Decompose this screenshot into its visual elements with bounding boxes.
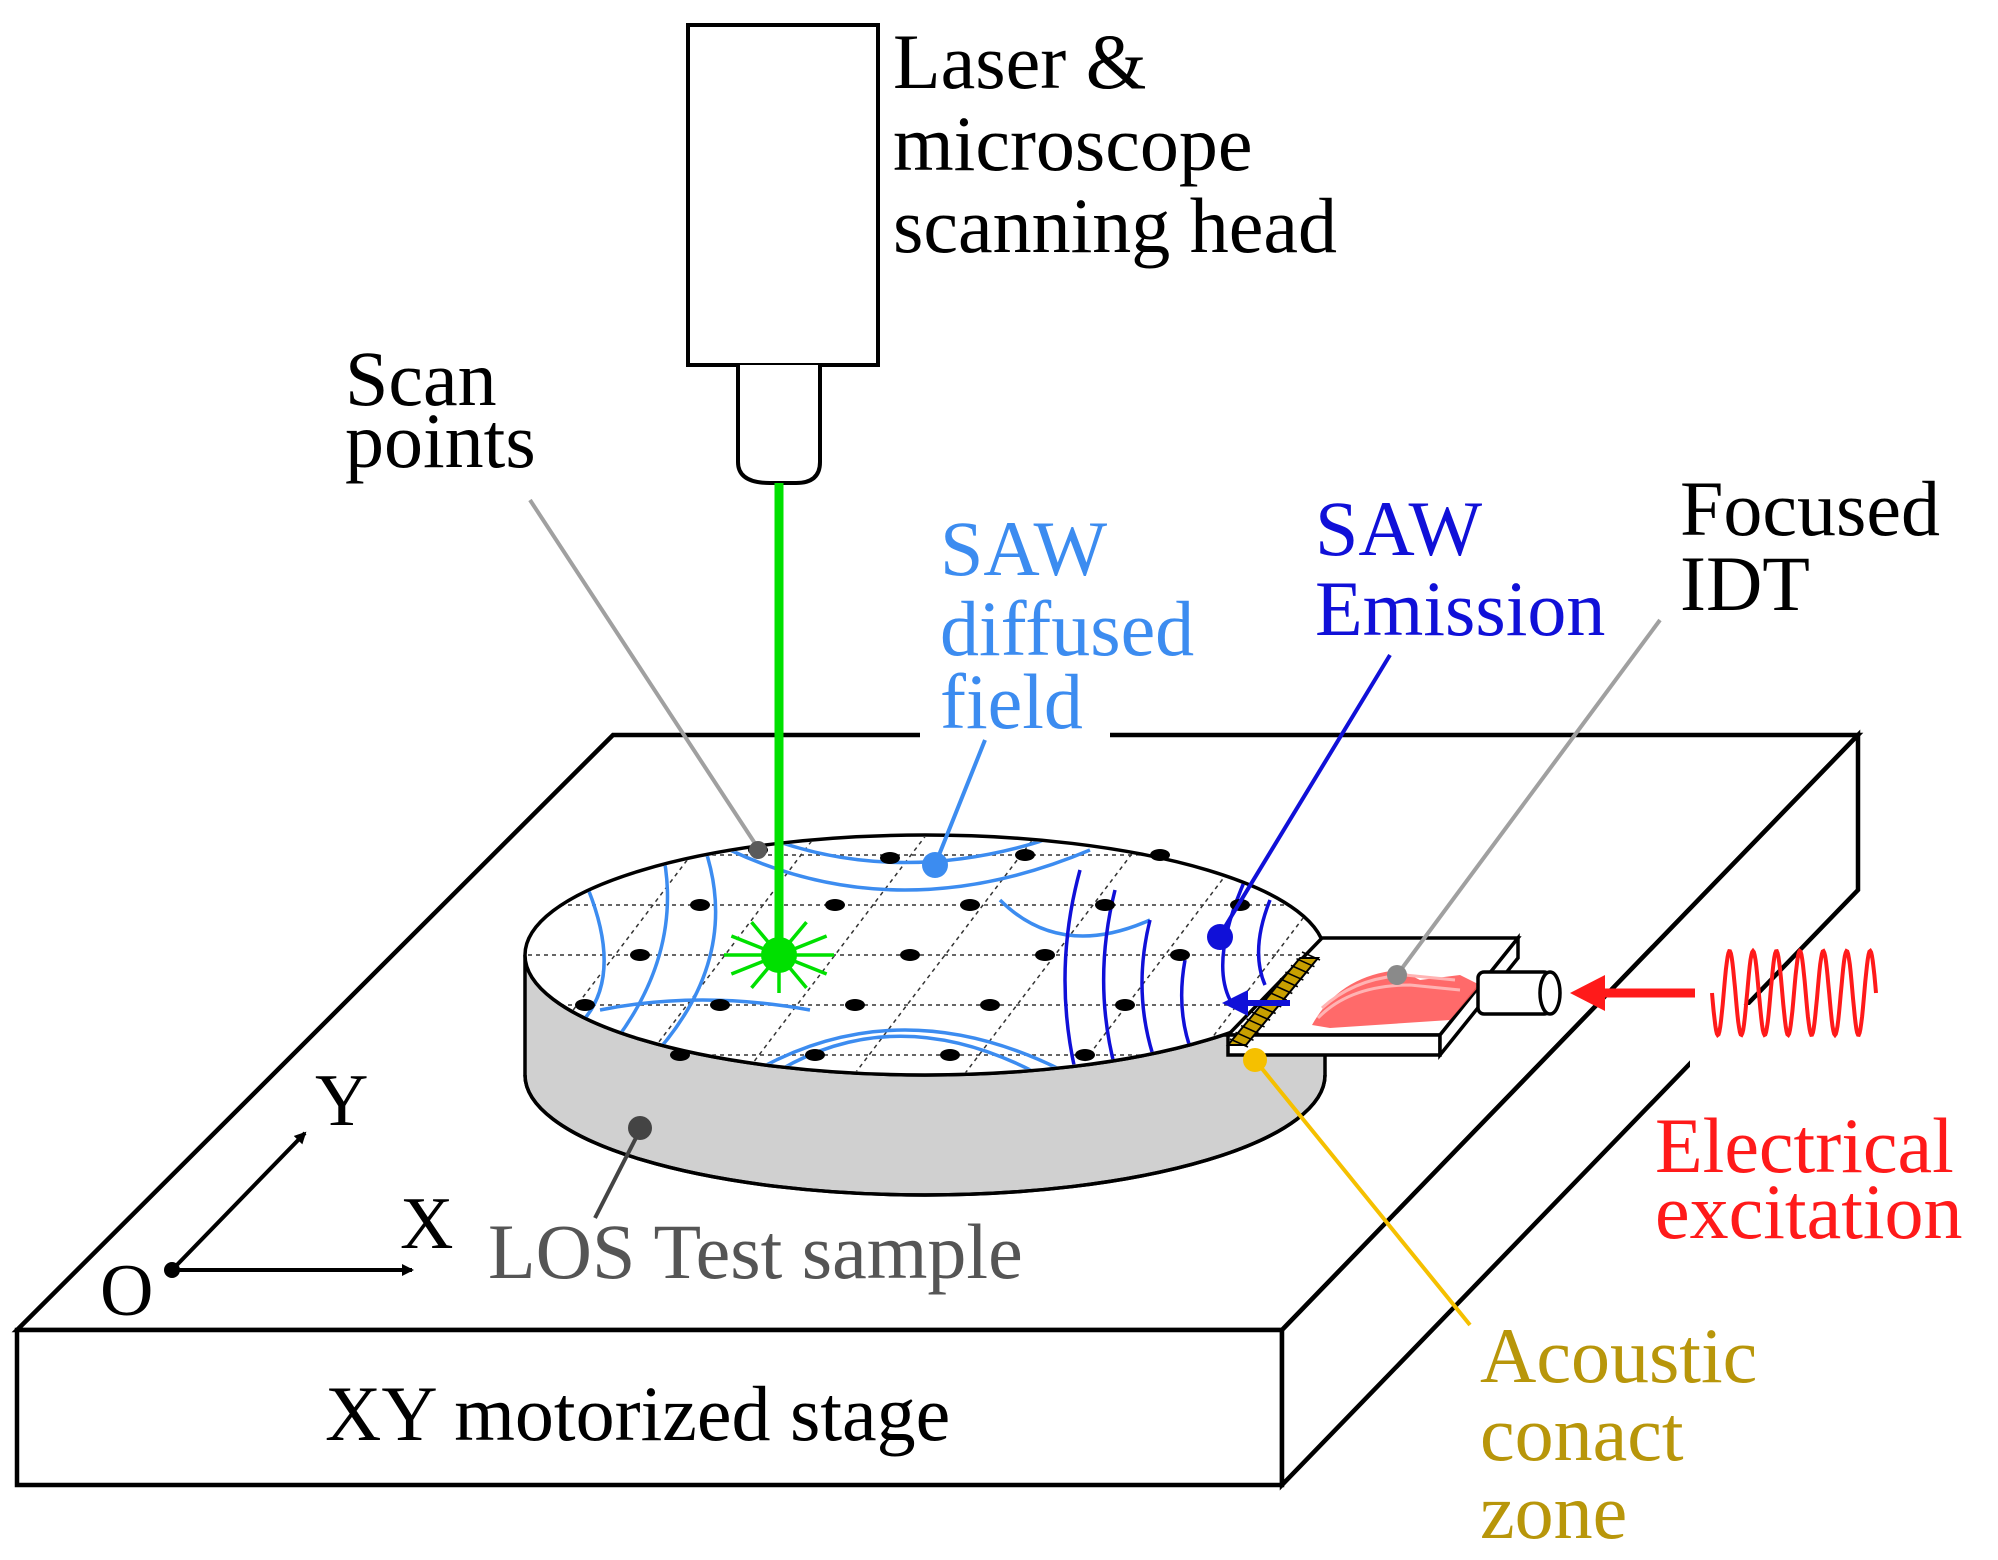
scan-point: [845, 999, 865, 1011]
label-focused-idt: Focused IDT: [1680, 465, 1940, 627]
label-electrical: Electrical excitation: [1655, 1102, 1963, 1255]
scan-point: [940, 1049, 960, 1061]
label-acoustic: Acoustic conact zone: [1480, 1312, 1757, 1555]
emission-direction-arrow: [1222, 990, 1290, 1016]
scan-point: [710, 999, 730, 1011]
leader-acoustic: [1253, 1058, 1472, 1327]
diffused-wavefront: [739, 1028, 1081, 1073]
emission-wavefront: [1221, 879, 1247, 1001]
leader-saw-diffused-dot: [922, 852, 948, 878]
scan-point: [1035, 949, 1055, 961]
label-scan-points: Scan points: [345, 335, 536, 484]
scan-point: [1075, 1049, 1095, 1061]
label-saw-emission-line1: SAW: [1315, 485, 1482, 572]
diffused-wavefront: [599, 998, 811, 1012]
laser-spot-ray: [777, 953, 808, 990]
scan-point: [1095, 899, 1115, 911]
los-test-sample: [523, 833, 1327, 1197]
label-scan-points-line1: Scan: [345, 335, 497, 422]
label-laser-head-line3: scanning head: [893, 182, 1337, 269]
scan-point: [690, 899, 710, 911]
laser-spot-ray: [730, 934, 780, 957]
label-xy-motorized-stage: XY motorized stage: [325, 1370, 950, 1457]
label-los-test-sample: LOS Test sample: [488, 1208, 1023, 1295]
label-saw-emission: SAW Emission: [1315, 485, 1605, 652]
label-electrical-line1: Electrical: [1655, 1102, 1954, 1189]
scan-point: [900, 949, 920, 961]
label-acoustic-line3: zone: [1480, 1468, 1627, 1555]
scan-point: [1150, 849, 1170, 861]
scan-point: [575, 999, 595, 1011]
label-axis-y: Y: [315, 1060, 368, 1142]
laser-spot-ray: [777, 920, 808, 957]
head-body: [686, 23, 880, 367]
leader-scan-points-dot: [749, 841, 767, 859]
label-laser-head-line1: Laser &: [893, 18, 1146, 105]
emission-wavefront: [1256, 899, 1272, 986]
label-focused-idt-line2: IDT: [1680, 540, 1810, 627]
scan-point: [630, 949, 650, 961]
leader-saw-emission-dot: [1207, 924, 1233, 950]
diffused-wavefront: [759, 837, 1061, 865]
label-laser-head: Laser & microscope scanning head: [893, 18, 1337, 269]
leader-saw-diffused: [933, 739, 987, 866]
leader-lines: [528, 498, 1662, 1327]
scan-point: [960, 899, 980, 911]
label-saw-diffused-line1: SAW: [940, 505, 1107, 592]
laser-spot-ray: [778, 953, 828, 976]
laser-scanning-head: [686, 23, 880, 485]
leader-sample: [593, 1129, 642, 1219]
leader-focused-idt: [1395, 618, 1662, 977]
xy-axes: [164, 1131, 414, 1278]
label-saw-emission-line2: Emission: [1315, 565, 1605, 652]
excitation-waveform: [1710, 947, 1878, 1039]
leader-saw-emission: [1218, 653, 1392, 937]
scan-point: [980, 999, 1000, 1011]
scan-points-dots: [575, 844, 1250, 1061]
leader-focused-idt-dot: [1387, 965, 1407, 985]
laser-spot-ray: [750, 920, 781, 957]
scan-point: [1170, 949, 1190, 961]
y-axis-arrow: [170, 1131, 307, 1272]
laser-spot-star: [724, 917, 834, 993]
leader-scan-points: [528, 498, 760, 850]
scan-point: [1015, 849, 1035, 861]
scan-point: [670, 1049, 690, 1061]
idt-connector: [1476, 970, 1562, 1016]
label-saw-diffused: SAW diffused field: [940, 505, 1194, 745]
scan-point: [805, 1049, 825, 1061]
scan-point: [880, 852, 900, 864]
diffused-wavefront: [638, 837, 718, 1072]
sample-bottom-edge: [523, 1074, 1327, 1197]
laser-spot-ray: [778, 934, 828, 957]
axis-origin-dot: [164, 1262, 180, 1278]
label-acoustic-line2: conact: [1480, 1390, 1684, 1477]
label-axis-origin: O: [100, 1250, 153, 1332]
laser-spot-ray: [750, 953, 781, 990]
electrical-input: [1570, 947, 1878, 1039]
stage-right-face: [1279, 729, 1861, 1491]
stage-outline-gap-top: [920, 728, 1110, 742]
label-acoustic-line1: Acoustic: [1480, 1312, 1757, 1399]
leader-acoustic-dot: [1243, 1048, 1267, 1072]
head-objective: [736, 365, 822, 485]
label-focused-idt-line1: Focused: [1680, 465, 1940, 552]
laser-spot-ray: [730, 953, 780, 976]
label-laser-head-line2: microscope: [893, 100, 1253, 187]
leader-sample-dot: [628, 1116, 652, 1140]
label-saw-diffused-line2: diffused: [940, 585, 1194, 672]
emission-wavefront: [1063, 869, 1082, 1073]
label-electrical-line2: excitation: [1655, 1168, 1963, 1255]
label-saw-diffused-line3: field: [940, 658, 1083, 745]
scan-point: [825, 899, 845, 911]
label-axis-x: X: [400, 1183, 453, 1265]
scan-point: [1115, 999, 1135, 1011]
label-scan-points-line2: points: [345, 397, 536, 484]
